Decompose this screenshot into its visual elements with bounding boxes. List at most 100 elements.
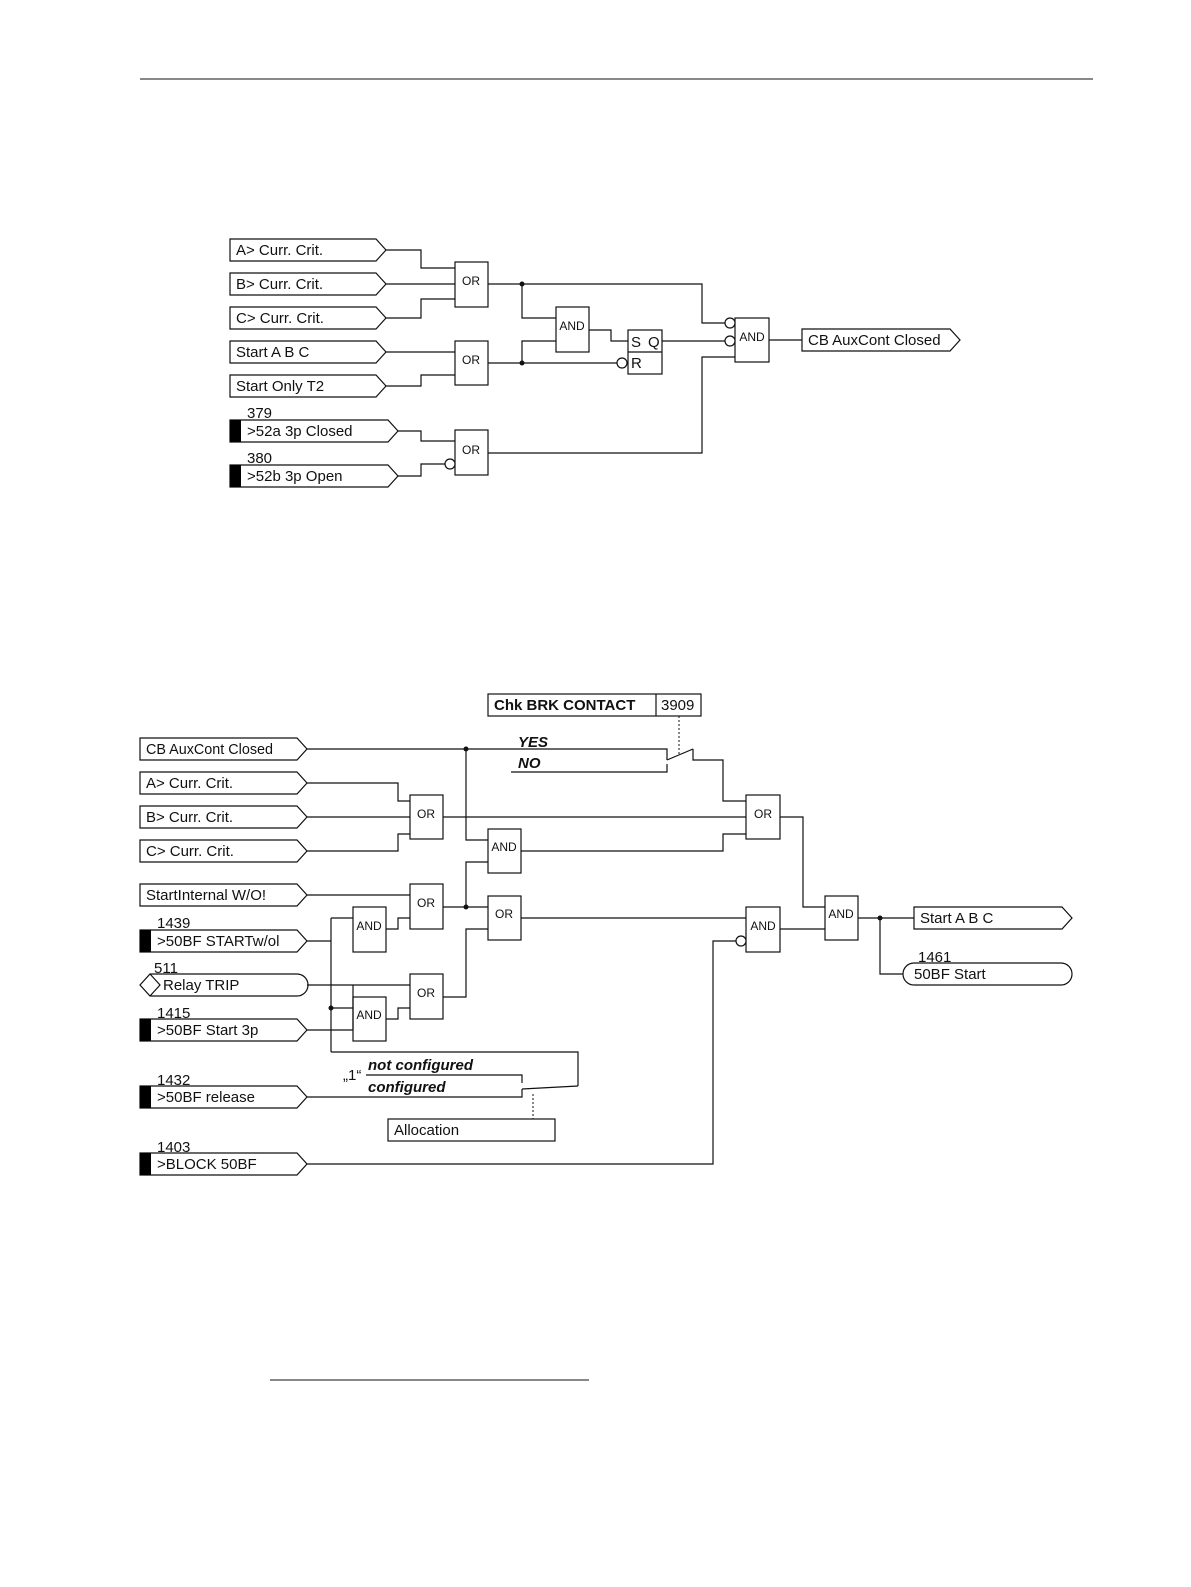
gate-label: AND bbox=[356, 919, 382, 933]
input-label: StartInternal W/O! bbox=[146, 887, 266, 904]
input-label: >52b 3p Open bbox=[247, 468, 343, 485]
flipflop-s: S bbox=[631, 334, 641, 351]
gate-label: AND bbox=[828, 907, 854, 921]
or-gate-3: OR bbox=[454, 429, 489, 476]
gate-label: AND bbox=[559, 319, 585, 333]
gate-label: OR bbox=[495, 907, 513, 921]
input-label: >52a 3p Closed bbox=[247, 423, 353, 440]
gate-label: AND bbox=[491, 840, 517, 854]
input2-50bf-startwol: 1439 >50BF STARTw/ol bbox=[139, 915, 308, 953]
setting-name: Chk BRK CONTACT bbox=[494, 697, 635, 714]
or-gate-1: OR bbox=[454, 261, 489, 308]
allocation-label: Allocation bbox=[394, 1122, 459, 1139]
flipflop-q: Q bbox=[648, 334, 660, 351]
gate-label: OR bbox=[462, 274, 480, 288]
or-gate-relay: OR bbox=[409, 973, 444, 1020]
switch-configured-label: configured bbox=[368, 1079, 446, 1096]
switch-yes: YES bbox=[518, 734, 548, 751]
input2-startinternal-wo: StartInternal W/O! bbox=[139, 883, 308, 907]
gate-label: AND bbox=[750, 919, 776, 933]
signal-number: 379 bbox=[247, 405, 272, 422]
input-label: >50BF STARTw/ol bbox=[157, 933, 279, 950]
flipflop-r: R bbox=[631, 355, 642, 372]
signal-number: 1403 bbox=[157, 1139, 190, 1156]
setting-number: 3909 bbox=[661, 697, 694, 714]
input2-cb-auxcont-closed: CB AuxCont Closed bbox=[139, 737, 308, 761]
allocation-box: Allocation bbox=[387, 1118, 556, 1142]
gate-label: OR bbox=[417, 807, 435, 821]
input2-50bf-start-3p: 1415 >50BF Start 3p bbox=[139, 1005, 308, 1042]
gate-label: OR bbox=[417, 986, 435, 1000]
input-label: >BLOCK 50BF bbox=[157, 1156, 257, 1173]
input-label: C> Curr. Crit. bbox=[146, 843, 234, 860]
output2-start-abc: Start A B C bbox=[913, 906, 1073, 930]
setting-chk-brk-contact: Chk BRK CONTACT 3909 bbox=[487, 693, 702, 717]
input-label: Start A B C bbox=[236, 344, 310, 361]
switch-yes-no: YES NO bbox=[511, 716, 746, 802]
input-52a-3p-closed: 379 >52a 3p Closed bbox=[229, 405, 399, 443]
input2-50bf-release: 1432 >50BF release bbox=[139, 1072, 308, 1109]
gate-label: OR bbox=[754, 807, 772, 821]
input-label: >50BF Start 3p bbox=[157, 1022, 258, 1039]
output-label: Start A B C bbox=[920, 910, 994, 927]
constant-one: „1“ bbox=[343, 1067, 361, 1084]
output2-50bf-start: 1461 50BF Start bbox=[902, 949, 1073, 986]
input-label: A> Curr. Crit. bbox=[236, 242, 323, 259]
switch-no: NO bbox=[518, 755, 541, 772]
diagram-cb-auxcont-closed: A> Curr. Crit. B> Curr. Crit. C> Curr. C… bbox=[229, 238, 961, 488]
input2-block-50bf: 1403 >BLOCK 50BF bbox=[139, 1139, 308, 1176]
signal-number: 1461 bbox=[918, 949, 951, 966]
input-52b-3p-open: 380 >52b 3p Open bbox=[229, 450, 399, 488]
binary-input-marker bbox=[140, 1086, 151, 1108]
signal-number: 1415 bbox=[157, 1005, 190, 1022]
input-label: CB AuxCont Closed bbox=[146, 741, 273, 758]
input-label: B> Curr. Crit. bbox=[146, 809, 233, 826]
input-label: C> Curr. Crit. bbox=[236, 310, 324, 327]
diagram-50bf-start: Chk BRK CONTACT 3909 YES NO CB AuxCont C… bbox=[139, 693, 1073, 1176]
input-label: Relay TRIP bbox=[163, 977, 239, 994]
or-gate-2: OR bbox=[454, 340, 489, 386]
input-b-curr-crit: B> Curr. Crit. bbox=[229, 272, 387, 296]
and-gate-1: AND bbox=[555, 306, 590, 353]
signal-number: 1439 bbox=[157, 915, 190, 932]
switch-configured: „1“ not configured configured bbox=[343, 1057, 579, 1119]
input2-a-curr-crit: A> Curr. Crit. bbox=[139, 771, 308, 795]
input-label: A> Curr. Crit. bbox=[146, 775, 233, 792]
input-start-only-t2: Start Only T2 bbox=[229, 374, 387, 398]
gate-label: OR bbox=[417, 896, 435, 910]
or-gate-mid: OR bbox=[487, 895, 522, 941]
output-label: 50BF Start bbox=[914, 966, 987, 983]
input2-relay-trip: 511 Relay TRIP bbox=[139, 960, 309, 997]
and-gate-block: AND bbox=[745, 906, 781, 953]
input-label: B> Curr. Crit. bbox=[236, 276, 323, 293]
input2-c-curr-crit: C> Curr. Crit. bbox=[139, 839, 308, 863]
signal-number: 380 bbox=[247, 450, 272, 467]
input-start-abc: Start A B C bbox=[229, 340, 387, 364]
and-gate-start3p: AND bbox=[352, 996, 387, 1042]
input-a-curr-crit: A> Curr. Crit. bbox=[229, 238, 387, 262]
and-gate-2: AND bbox=[734, 317, 770, 363]
input-c-curr-crit: C> Curr. Crit. bbox=[229, 306, 387, 330]
and-gate-final: AND bbox=[824, 895, 859, 941]
wires-diagram2 bbox=[307, 746, 914, 1165]
gate-label: AND bbox=[356, 1008, 382, 1022]
binary-input-marker bbox=[230, 420, 241, 442]
gate-label: AND bbox=[739, 330, 765, 344]
signal-number: 511 bbox=[154, 960, 178, 977]
sr-flipflop: S Q R bbox=[627, 329, 663, 375]
wires-diagram1 bbox=[386, 249, 802, 477]
input-label: Start Only T2 bbox=[236, 378, 324, 395]
or-gate-abc: OR bbox=[409, 794, 444, 840]
and-gate-startwol: AND bbox=[352, 906, 387, 953]
binary-input-marker bbox=[140, 1019, 151, 1041]
and-gate-mid: AND bbox=[487, 828, 522, 874]
binary-input-marker bbox=[230, 465, 241, 487]
signal-number: 1432 bbox=[157, 1072, 190, 1089]
or-gate-internal: OR bbox=[409, 883, 444, 930]
output-label: CB AuxCont Closed bbox=[808, 332, 941, 349]
gate-label: OR bbox=[462, 443, 480, 457]
binary-input-marker bbox=[140, 930, 151, 952]
output-cb-auxcont-closed: CB AuxCont Closed bbox=[801, 328, 961, 352]
or-gate-right: OR bbox=[745, 794, 781, 840]
